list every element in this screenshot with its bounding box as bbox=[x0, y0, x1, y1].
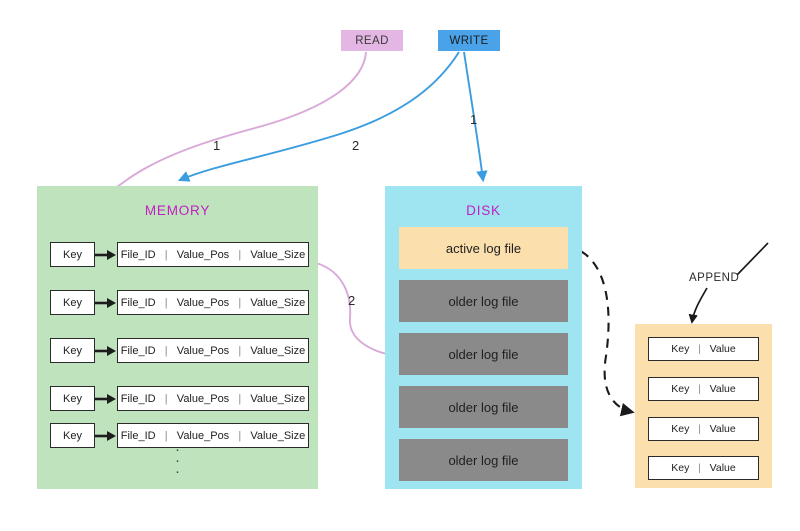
edge-append-into-panel bbox=[688, 287, 708, 324]
edge-label-read-step-1: 1 bbox=[213, 138, 221, 153]
older-log-file[interactable]: older log file bbox=[399, 386, 568, 428]
memory-key-box: Key bbox=[50, 386, 95, 411]
memory-key-box: Key bbox=[50, 290, 95, 315]
append-label: APPEND bbox=[689, 272, 740, 284]
active-log-file[interactable]: active log file bbox=[399, 227, 568, 269]
memory-file-id: File_ID bbox=[120, 248, 156, 261]
row-arrow-icon bbox=[95, 290, 117, 315]
ellipsis-dot: · bbox=[175, 441, 180, 458]
memory-meta-box: File_ID | Value_Pos | Value_Size bbox=[117, 290, 309, 315]
field-separator: | bbox=[689, 423, 710, 435]
field-separator: | bbox=[155, 344, 177, 357]
field-separator: | bbox=[155, 392, 177, 405]
ellipsis-dot: · bbox=[175, 463, 180, 480]
field-separator: | bbox=[155, 429, 177, 442]
field-separator: | bbox=[155, 248, 177, 261]
row-arrow-icon bbox=[95, 386, 117, 411]
append-key: Key bbox=[671, 383, 690, 395]
edge-memory-to-log bbox=[311, 261, 399, 361]
row-arrow-icon bbox=[95, 242, 117, 267]
read-operation-label[interactable]: READ bbox=[341, 30, 403, 51]
memory-key-box: Key bbox=[50, 242, 95, 267]
append-record-row: Key | Value bbox=[648, 377, 759, 401]
append-key: Key bbox=[671, 423, 690, 435]
ellipsis-dot: · bbox=[175, 452, 180, 469]
memory-value-pos: Value_Pos bbox=[176, 392, 230, 405]
write-operation-label[interactable]: WRITE bbox=[438, 30, 500, 51]
append-value: Value bbox=[709, 383, 736, 395]
memory-value-size: Value_Size bbox=[250, 392, 306, 405]
memory-key-box: Key bbox=[50, 423, 95, 448]
row-arrow-icon bbox=[95, 423, 117, 448]
memory-file-id: File_ID bbox=[120, 392, 156, 405]
older-log-file[interactable]: older log file bbox=[399, 333, 568, 375]
disk-panel-title: DISK bbox=[466, 203, 501, 218]
field-separator: | bbox=[155, 296, 177, 309]
memory-row: Key File_ID | Value_Pos | Value_Size bbox=[50, 423, 309, 448]
older-log-file[interactable]: older log file bbox=[399, 280, 568, 322]
append-key: Key bbox=[671, 462, 690, 474]
append-key: Key bbox=[671, 343, 690, 355]
memory-meta-box: File_ID | Value_Pos | Value_Size bbox=[117, 338, 309, 363]
field-separator: | bbox=[229, 248, 251, 261]
memory-row: Key File_ID | Value_Pos | Value_Size bbox=[50, 290, 309, 315]
memory-panel-title: MEMORY bbox=[144, 203, 211, 218]
append-value: Value bbox=[709, 462, 736, 474]
field-separator: | bbox=[689, 462, 710, 474]
older-log-file[interactable]: older log file bbox=[399, 439, 568, 481]
memory-rows-ellipsis: · · · bbox=[37, 441, 318, 480]
memory-value-pos: Value_Pos bbox=[176, 296, 230, 309]
memory-row: Key File_ID | Value_Pos | Value_Size bbox=[50, 338, 309, 363]
edge-label-write-step-2: 2 bbox=[352, 138, 360, 153]
memory-value-size: Value_Size bbox=[250, 344, 306, 357]
memory-key-box: Key bbox=[50, 338, 95, 363]
memory-value-size: Value_Size bbox=[250, 248, 306, 261]
memory-value-size: Value_Size bbox=[250, 296, 306, 309]
memory-file-id: File_ID bbox=[120, 296, 156, 309]
append-record-row: Key | Value bbox=[648, 456, 759, 480]
edge-write-to-memory bbox=[177, 51, 460, 182]
memory-panel: MEMORY Key File_ID | Value_Pos | Value_S… bbox=[37, 186, 318, 489]
field-separator: | bbox=[229, 392, 251, 405]
edge-label-write-step-1: 1 bbox=[470, 112, 478, 127]
memory-row: Key File_ID | Value_Pos | Value_Size bbox=[50, 242, 309, 267]
append-record-row: Key | Value bbox=[648, 337, 759, 361]
memory-value-pos: Value_Pos bbox=[176, 344, 230, 357]
disk-panel: DISK active log file older log file olde… bbox=[385, 186, 582, 489]
memory-value-pos: Value_Pos bbox=[176, 429, 230, 442]
field-separator: | bbox=[689, 383, 710, 395]
append-record-panel: Key | Value Key | Value Key | Value Key … bbox=[635, 324, 772, 488]
field-separator: | bbox=[229, 296, 251, 309]
field-separator: | bbox=[229, 429, 251, 442]
append-record-row: Key | Value bbox=[648, 417, 759, 441]
memory-meta-box: File_ID | Value_Pos | Value_Size bbox=[117, 386, 309, 411]
memory-file-id: File_ID bbox=[120, 344, 156, 357]
field-separator: | bbox=[229, 344, 251, 357]
field-separator: | bbox=[689, 343, 710, 355]
edge-label-read-step-2: 2 bbox=[348, 293, 356, 308]
append-value: Value bbox=[709, 423, 736, 435]
edge-append-pointer bbox=[736, 242, 769, 276]
memory-value-size: Value_Size bbox=[250, 429, 306, 442]
memory-file-id: File_ID bbox=[120, 429, 156, 442]
row-arrow-icon bbox=[95, 338, 117, 363]
memory-row: Key File_ID | Value_Pos | Value_Size bbox=[50, 386, 309, 411]
append-value: Value bbox=[709, 343, 736, 355]
memory-value-pos: Value_Pos bbox=[176, 248, 230, 261]
memory-meta-box: File_ID | Value_Pos | Value_Size bbox=[117, 242, 309, 267]
memory-meta-box: File_ID | Value_Pos | Value_Size bbox=[117, 423, 309, 448]
